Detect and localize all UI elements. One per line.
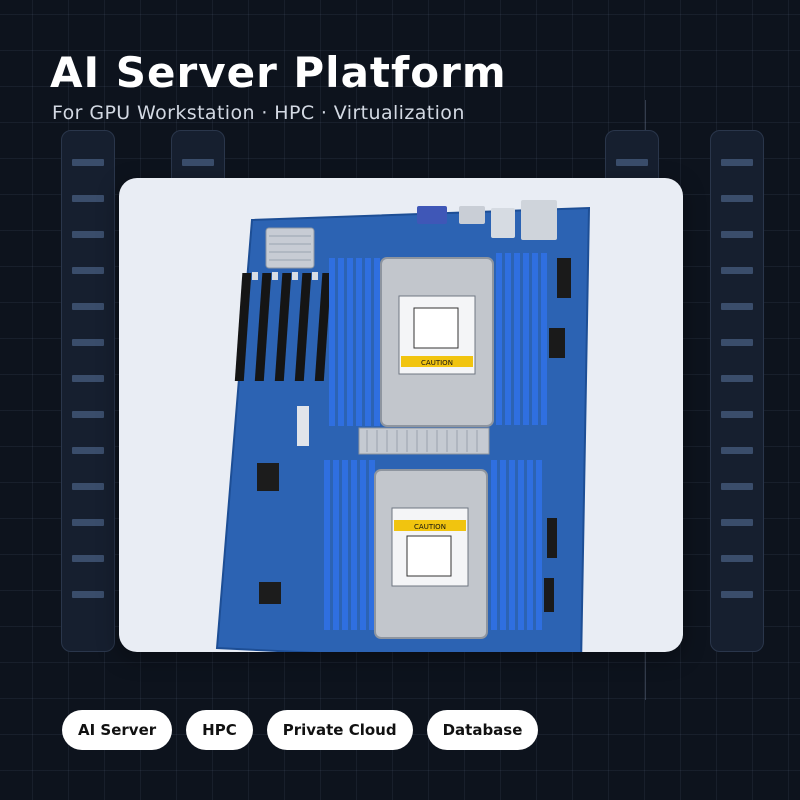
- tag-database[interactable]: Database: [426, 710, 539, 750]
- heatsink-small: [265, 227, 315, 269]
- rack-bay: [72, 159, 104, 166]
- rack-bay: [721, 339, 753, 346]
- pcie-slots: [234, 273, 332, 381]
- sata-ports: [297, 406, 309, 446]
- rack-bay: [721, 483, 753, 490]
- page-subtitle: For GPU Workstation · HPC · Virtualizati…: [52, 102, 465, 124]
- caution-label-top: [401, 356, 473, 367]
- rack-bay: [721, 231, 753, 238]
- m2-slot-2: [544, 578, 554, 612]
- dimm-slots-cpu1-right: [496, 253, 547, 425]
- serial-port: [459, 206, 485, 224]
- vga-port: [417, 206, 447, 224]
- rack-bay: [721, 267, 753, 274]
- rack-bay: [721, 375, 753, 382]
- tag-hpc[interactable]: HPC: [186, 710, 253, 750]
- rack-bay: [182, 159, 214, 166]
- rack-bay: [721, 303, 753, 310]
- bmc-chip: [259, 582, 281, 604]
- server-rack-right: [710, 130, 764, 652]
- rack-bay: [721, 411, 753, 418]
- usb-ports: [491, 208, 515, 238]
- tag-list: AI Server HPC Private Cloud Database: [62, 710, 539, 750]
- rack-bay: [616, 159, 648, 166]
- rack-bay: [72, 267, 104, 274]
- power-connector: [557, 258, 571, 298]
- rack-bay: [72, 519, 104, 526]
- m2-slot: [547, 518, 557, 558]
- rack-bay: [721, 519, 753, 526]
- motherboard-illustration: CAUTION CAUTION: [215, 200, 591, 652]
- rack-bay: [721, 159, 753, 166]
- rack-bay: [721, 555, 753, 562]
- rack-bay: [72, 195, 104, 202]
- rack-bay: [72, 375, 104, 382]
- caution-label-bottom: [394, 520, 466, 531]
- tag-private-cloud[interactable]: Private Cloud: [266, 710, 413, 750]
- server-rack-left: [61, 130, 115, 652]
- rack-bay: [72, 231, 104, 238]
- lan-ports: [521, 200, 557, 240]
- chipset: [257, 463, 279, 491]
- rack-bay: [721, 591, 753, 598]
- page-title: AI Server Platform: [50, 48, 507, 97]
- rack-bay: [72, 591, 104, 598]
- heatsink-center: [358, 427, 490, 455]
- caution-text-bottom: CAUTION: [414, 523, 446, 531]
- tag-ai-server[interactable]: AI Server: [62, 710, 173, 750]
- dimm-slots-cpu2-left: [324, 460, 375, 630]
- rack-bay: [72, 555, 104, 562]
- rack-bay: [721, 195, 753, 202]
- product-photo-card: CAUTION CAUTION: [119, 178, 683, 652]
- rack-bay: [72, 339, 104, 346]
- rack-bay: [72, 447, 104, 454]
- dimm-slots-cpu2-right: [491, 460, 542, 630]
- power-connector-8pin: [549, 328, 565, 358]
- rack-bay: [72, 303, 104, 310]
- caution-text-top: CAUTION: [421, 359, 453, 367]
- dimm-slots-cpu1-left: [329, 258, 380, 426]
- rack-bay: [72, 411, 104, 418]
- rack-bay: [721, 447, 753, 454]
- rack-bay: [72, 483, 104, 490]
